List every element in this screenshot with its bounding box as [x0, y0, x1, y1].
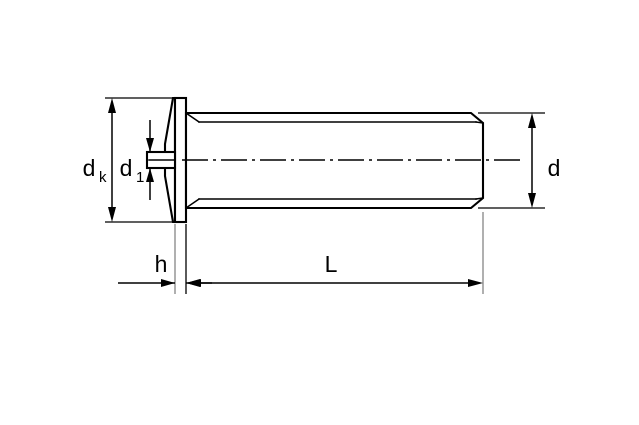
dim-label-h: h: [155, 251, 168, 277]
arrow-d-bottom: [528, 193, 536, 208]
dim-label-dk-subscript: k: [99, 169, 107, 186]
dim-label-d: d: [548, 155, 561, 181]
arrow-L-right: [468, 279, 483, 287]
part-geometry: [145, 96, 524, 224]
dim-label-L: L: [325, 251, 338, 277]
thread-runout-bottom: [184, 197, 201, 210]
arrow-dk-bottom: [108, 207, 116, 222]
arrow-h-left: [161, 279, 175, 287]
dim-label-d1-subscript: 1: [136, 169, 144, 186]
dimension-L: L: [186, 251, 483, 287]
arrow-L-left: [186, 279, 201, 287]
end-chamfer-top: [475, 121, 484, 124]
dim-label-d1: d: [120, 155, 133, 181]
thread-runout-top: [184, 111, 201, 124]
arrow-dk-top: [108, 98, 116, 113]
dimension-dk: d k: [83, 98, 116, 222]
arrow-d1-bottom: [146, 168, 154, 182]
dim-label-dk: d: [83, 155, 96, 181]
arrow-d1-top: [146, 138, 154, 152]
end-chamfer-bottom: [475, 197, 484, 200]
arrow-d-top: [528, 113, 536, 128]
dimension-d: d: [528, 113, 560, 208]
dimension-d1: d 1: [120, 120, 154, 200]
